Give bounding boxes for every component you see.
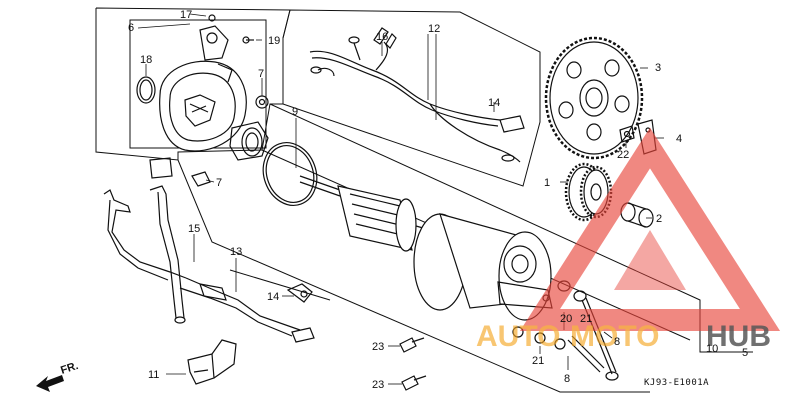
direction-label: FR. [59, 360, 80, 377]
rear-cover-assembly [129, 14, 267, 152]
drawing-code: KJ93-E1001A [644, 378, 709, 388]
label-14a: 14 [488, 97, 500, 109]
watermark-text-moto: MOTO [570, 320, 659, 353]
label-15: 15 [188, 223, 200, 235]
collar-2 [620, 202, 654, 228]
label-12: 12 [428, 23, 440, 35]
motor-yoke [413, 213, 553, 321]
label-10: 10 [706, 343, 718, 355]
label-20: 20 [560, 313, 572, 325]
label-8b: 8 [614, 336, 620, 348]
o-ring-9 [262, 142, 318, 206]
o-ring-18 [136, 76, 156, 104]
label-18: 18 [140, 54, 152, 66]
label-2: 2 [656, 213, 662, 225]
stay-11 [187, 339, 237, 385]
label-23b: 23 [372, 379, 384, 391]
wire-harness [103, 185, 315, 343]
front-direction-indicator: FR. [36, 360, 80, 392]
label-19: 19 [268, 35, 280, 47]
label-1: 1 [544, 177, 550, 189]
label-16: 16 [376, 31, 388, 43]
bolts-23 [399, 337, 427, 391]
watermark: AUTO MOTO HUB [476, 127, 781, 353]
label-11: 11 [148, 369, 159, 381]
part-labels: 17 6 19 18 7 16 12 14 9 3 4 22 1 2 7 15 … [128, 9, 748, 391]
arrow-icon [36, 375, 64, 392]
label-21a: 21 [580, 313, 592, 325]
label-17: 17 [180, 9, 192, 21]
label-5: 5 [742, 347, 748, 359]
label-13: 13 [230, 246, 242, 258]
label-23a: 23 [372, 341, 384, 353]
label-7b: 7 [216, 177, 222, 189]
watermark-text-auto: AUTO [476, 320, 560, 353]
label-22: 22 [617, 149, 629, 161]
label-9: 9 [292, 106, 298, 118]
sprocket-3 [544, 36, 644, 160]
label-21b: 21 [532, 355, 544, 367]
label-7a: 7 [258, 68, 264, 80]
starter-cable-12 [309, 27, 525, 163]
label-4: 4 [676, 133, 682, 145]
leader-lines [137, 13, 664, 385]
watermark-text-hub: HUB [706, 320, 771, 353]
armature [299, 175, 431, 252]
label-14b: 14 [267, 291, 279, 303]
label-6: 6 [128, 22, 134, 34]
label-3: 3 [655, 62, 661, 74]
brush-parts [149, 36, 269, 187]
label-8a: 8 [564, 373, 570, 385]
watermark-triangle-icon [519, 127, 781, 331]
